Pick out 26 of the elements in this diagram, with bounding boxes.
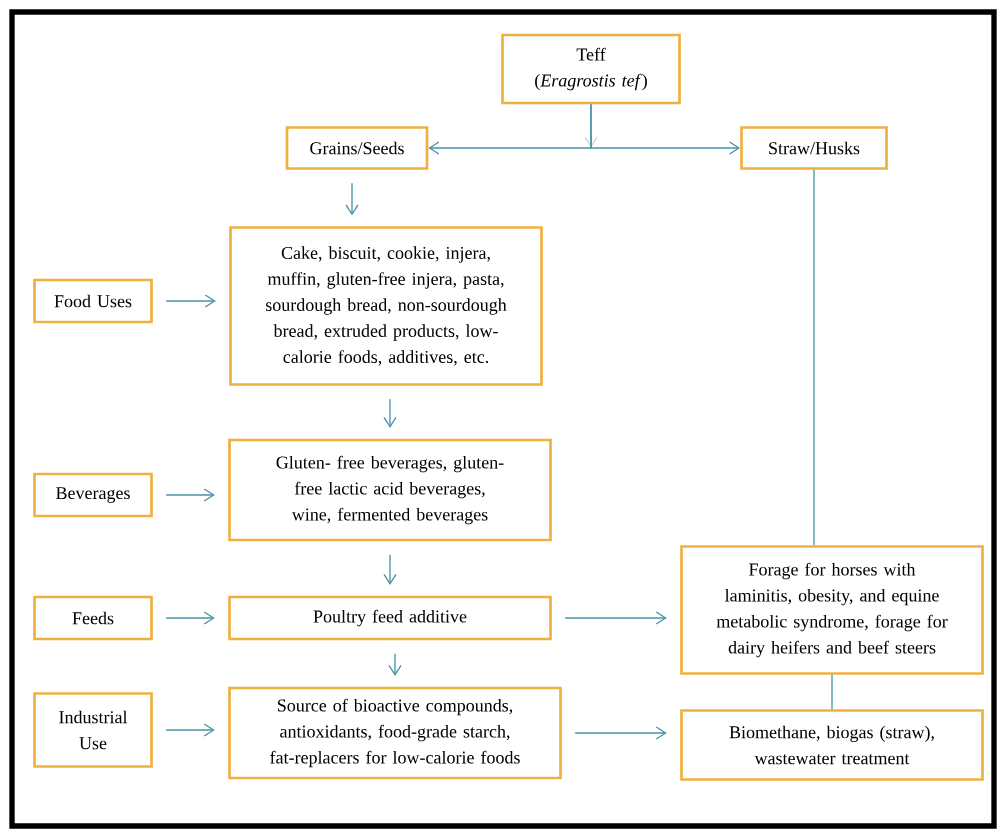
arrow xyxy=(165,611,215,625)
arrow xyxy=(564,611,667,625)
process-box: Straw/Husks xyxy=(740,126,888,170)
connector-line xyxy=(831,674,833,710)
process-box: Industrial Use xyxy=(33,692,153,768)
arrow xyxy=(383,554,397,585)
process-box: Source of bioactive compounds, antioxidants, food-grade starch, fat-replacers for low-calorie foods xyxy=(228,686,562,780)
connector-line xyxy=(813,169,815,546)
arrow xyxy=(165,723,215,737)
arrow xyxy=(165,294,216,308)
arrow xyxy=(388,653,402,676)
process-box: Food Uses xyxy=(33,278,153,324)
process-box: Poultry feed additive xyxy=(228,595,552,641)
process-box: Gluten- free beverages, gluten-free lactic acid beverages, wine, fermented beverages xyxy=(228,438,552,542)
process-box: Grains/Seeds xyxy=(285,126,429,170)
process-box: Teff (Eragrostis tef) xyxy=(501,33,681,105)
process-box: Forage for horses with laminitis, obesity, and equine metabolic syndrome, forage for dairy heifers and beef steers xyxy=(680,545,984,675)
process-box: Feeds xyxy=(33,595,153,641)
arrow xyxy=(383,398,397,428)
arrow xyxy=(574,726,667,740)
process-box: Beverages xyxy=(33,472,153,518)
process-box: Cake, biscuit, cookie, injera, muffin, gluten-free injera, pasta, sourdough bread, non-sourdough bread, extruded products, low-calorie foods, additives, etc. xyxy=(229,226,543,386)
process-box: Biomethane, biogas (straw), wastewater treatment xyxy=(680,709,984,781)
arrow xyxy=(590,103,741,155)
arrow xyxy=(345,182,359,216)
arrow xyxy=(165,488,215,502)
